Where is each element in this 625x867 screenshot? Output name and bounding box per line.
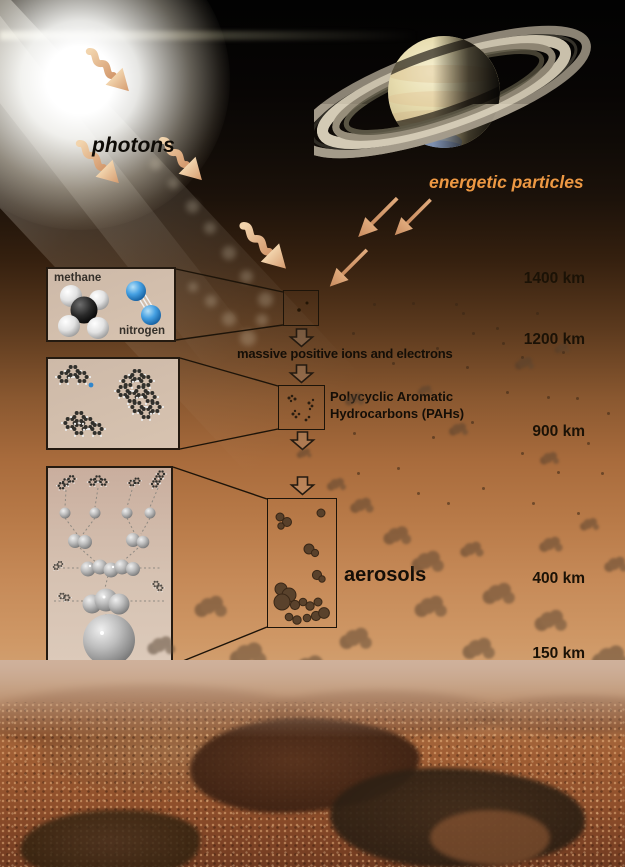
altitude-150km: 150 km <box>532 645 585 662</box>
particle-arrow <box>388 193 437 242</box>
carbon-atom <box>70 296 98 324</box>
energetic-particles-label: energetic particles <box>429 172 584 192</box>
altitude-1200km: 1200 km <box>523 331 585 348</box>
particle-arrow <box>351 191 404 244</box>
pah-sketch-row <box>56 470 167 491</box>
dark-lake <box>20 810 200 867</box>
pah-molecule-large <box>113 369 165 421</box>
pah-panel <box>46 357 180 450</box>
large-aerosol-sphere <box>83 614 135 666</box>
monomer-row <box>59 507 156 519</box>
horizon-haze <box>0 660 625 738</box>
ionosphere-zoom-box <box>283 290 319 326</box>
pah-graphics <box>54 365 165 437</box>
altitude-900km: 900 km <box>532 423 585 440</box>
titan-surface <box>0 660 625 867</box>
pah-zoom-box <box>278 385 325 430</box>
methane-label: methane <box>54 272 102 284</box>
aerosol-growth-panel <box>46 466 173 666</box>
pah-caption-line2: Hydrocarbons (PAHs) <box>330 406 465 421</box>
dimer-row <box>68 533 150 549</box>
methane-nitrogen-panel: methane nitrogen <box>46 267 176 342</box>
pah-molecule-medium <box>60 411 107 437</box>
molecule-graphics <box>58 281 161 339</box>
altitude-1400km: 1400 km <box>523 270 585 287</box>
particle-arrow <box>323 243 373 293</box>
altitude-400km: 400 km <box>532 570 585 587</box>
pah-molecule-small <box>54 365 94 388</box>
aerosol-growth-graphics <box>51 470 167 666</box>
aerosols-label: aerosols <box>344 564 427 586</box>
pah-caption: Polycyclic Aromatic Hydrocarbons (PAHs) <box>330 388 464 422</box>
nitrogen-atom <box>126 281 146 301</box>
cluster-row <box>82 588 130 615</box>
chain-row <box>80 559 140 578</box>
photons-label: photons <box>92 134 175 157</box>
aerosol-zoom-box <box>267 498 337 628</box>
nitrogen-label: nitrogen <box>119 325 165 337</box>
massive-ions-label: massive positive ions and electrons <box>237 346 453 361</box>
sun-icon <box>0 0 230 230</box>
